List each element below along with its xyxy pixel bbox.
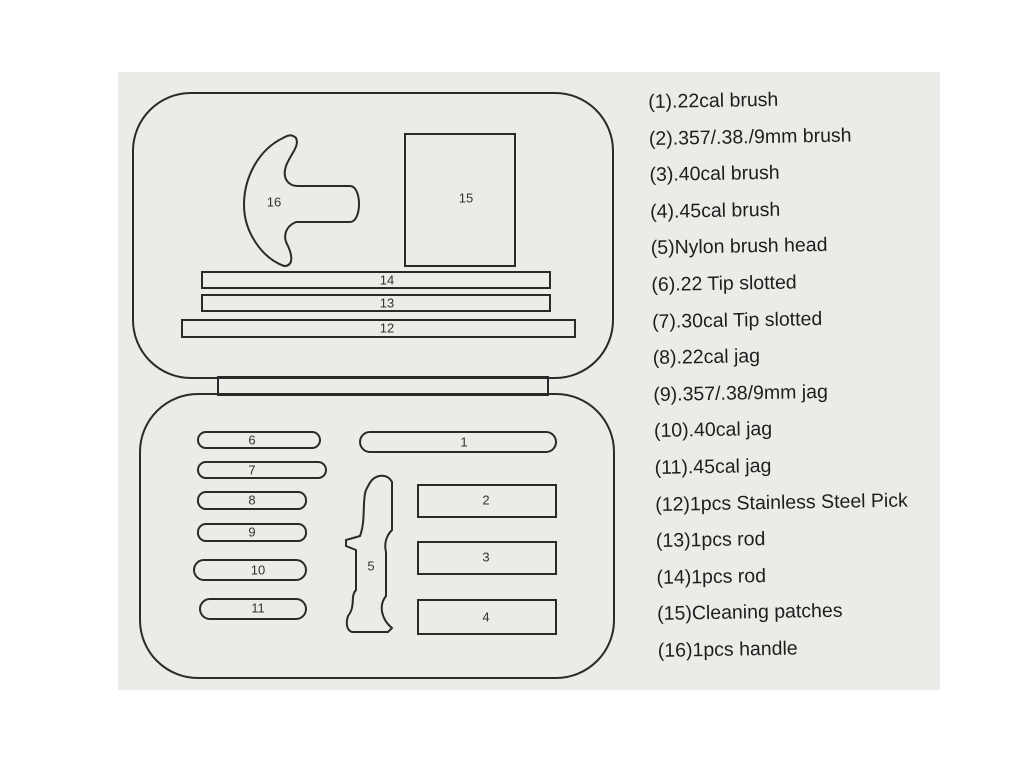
slot-15-patches: [404, 133, 516, 267]
slot-label-11: 11: [251, 600, 265, 615]
slot-label-6: 6: [248, 432, 255, 447]
parts-list-item: (4).45cal brush: [649, 198, 781, 223]
slot-6: [197, 431, 321, 449]
slot-label-7: 7: [248, 462, 255, 477]
parts-list-item: (14)1pcs rod: [656, 564, 767, 589]
slot-label-5: 5: [367, 558, 374, 573]
parts-list-item: (2).357/.38./9mm brush: [648, 124, 852, 150]
slot-label-15: 15: [459, 190, 473, 205]
slot-label-13: 13: [380, 295, 394, 310]
slot-11: [199, 598, 307, 620]
case-bottom-half: [139, 393, 615, 679]
slot-5-nylon-brush: [345, 474, 394, 633]
slot-16-handle: [242, 134, 360, 268]
paper-sheet: [118, 72, 940, 690]
parts-list-item: (9).357/.38/9mm jag: [653, 380, 829, 406]
parts-list-item: (10).40cal jag: [653, 418, 773, 443]
slot-8: [197, 491, 307, 510]
parts-list-item: (3).40cal brush: [649, 161, 780, 187]
slot-label-2: 2: [482, 492, 489, 507]
slot-label-16: 16: [267, 194, 281, 209]
slot-label-12: 12: [380, 320, 394, 335]
case-hinge: [217, 376, 549, 396]
parts-list-item: (6).22 Tip slotted: [651, 271, 797, 296]
slot-12-pick: [181, 319, 576, 338]
slot-label-14: 14: [380, 272, 394, 287]
parts-list-item: (16)1pcs handle: [657, 637, 798, 662]
slot-label-4: 4: [482, 609, 489, 624]
parts-list-item: (8).22cal jag: [652, 345, 761, 370]
slot-label-1: 1: [460, 434, 467, 449]
slot-4: [417, 599, 557, 635]
slot-label-9: 9: [248, 524, 255, 539]
slot-label-8: 8: [248, 492, 255, 507]
case-top-half: [132, 92, 614, 379]
slot-label-3: 3: [482, 549, 489, 564]
slot-10: [193, 559, 307, 581]
parts-list-item: (12)1pcs Stainless Steel Pick: [655, 489, 908, 516]
slot-9: [197, 523, 307, 542]
slot-2: [417, 484, 557, 518]
parts-list: (1).22cal brush (2).357/.38./9mm brush (…: [648, 84, 911, 674]
slot-7: [197, 461, 327, 479]
slot-13-rod: [201, 294, 551, 312]
slot-label-10: 10: [251, 562, 265, 577]
slot-1: [359, 431, 557, 453]
parts-list-item: (11).45cal jag: [654, 454, 772, 479]
parts-list-item: (5)Nylon brush head: [650, 234, 828, 260]
parts-list-item: (13)1pcs rod: [655, 528, 766, 553]
slot-14-rod: [201, 271, 551, 289]
slot-3: [417, 541, 557, 575]
parts-list-item: (7).30cal Tip slotted: [651, 307, 823, 333]
parts-list-item: (1).22cal brush: [648, 88, 779, 113]
parts-list-item: (15)Cleaning patches: [656, 599, 843, 626]
